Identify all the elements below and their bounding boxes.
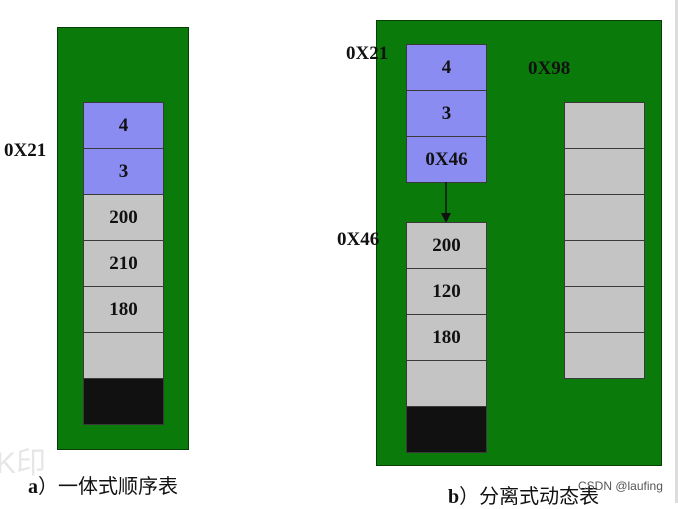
panel-a-element-cell: 200 <box>83 194 164 241</box>
panel-b-caption-prefix: b <box>448 486 460 508</box>
panel-a-caption: a）一体式顺序表 <box>28 470 178 499</box>
panel-b-free-cell <box>564 286 645 333</box>
panel-a-element-cell: 210 <box>83 240 164 287</box>
faint-watermark: K印 <box>0 447 47 480</box>
panel-b-count-cell: 3 <box>406 90 487 137</box>
panel-a-caption-text: ）一体式顺序表 <box>38 476 178 498</box>
panel-b-free-cell <box>564 194 645 241</box>
panel-b-empty-cell <box>406 360 487 407</box>
panel-a-caption-prefix: a <box>28 476 38 498</box>
panel-b-pointer-cell: 0X46 <box>406 136 487 183</box>
pointer-arrow <box>441 182 451 223</box>
panel-b-free-cell <box>564 332 645 379</box>
panel-b-free-cell <box>564 240 645 287</box>
panel-b-element-cell: 180 <box>406 314 487 361</box>
panel-b-free-address-label: 0X98 <box>528 58 571 79</box>
panel-a-address-label: 0X21 <box>4 140 47 161</box>
csdn-watermark: CSDN @laufing <box>578 479 663 493</box>
panel-b-free-cell <box>564 148 645 195</box>
panel-b-element-cell: 120 <box>406 268 487 315</box>
panel-a-unused-cell <box>83 378 164 425</box>
panel-b-capacity-cell: 4 <box>406 44 487 91</box>
panel-b-caption: b）分离式动态表 <box>448 480 599 509</box>
panel-a-element-cell: 180 <box>83 286 164 333</box>
panel-a-empty-cell <box>83 332 164 379</box>
panel-b-data-address-label: 0X46 <box>337 229 380 250</box>
panel-a-capacity-cell: 4 <box>83 102 164 149</box>
window-edge <box>675 0 678 503</box>
panel-a-count-cell: 3 <box>83 148 164 195</box>
panel-b-unused-cell <box>406 406 487 453</box>
panel-b-free-cell <box>564 102 645 149</box>
panel-b-element-cell: 200 <box>406 222 487 269</box>
panel-b-head-address-label: 0X21 <box>346 43 389 64</box>
